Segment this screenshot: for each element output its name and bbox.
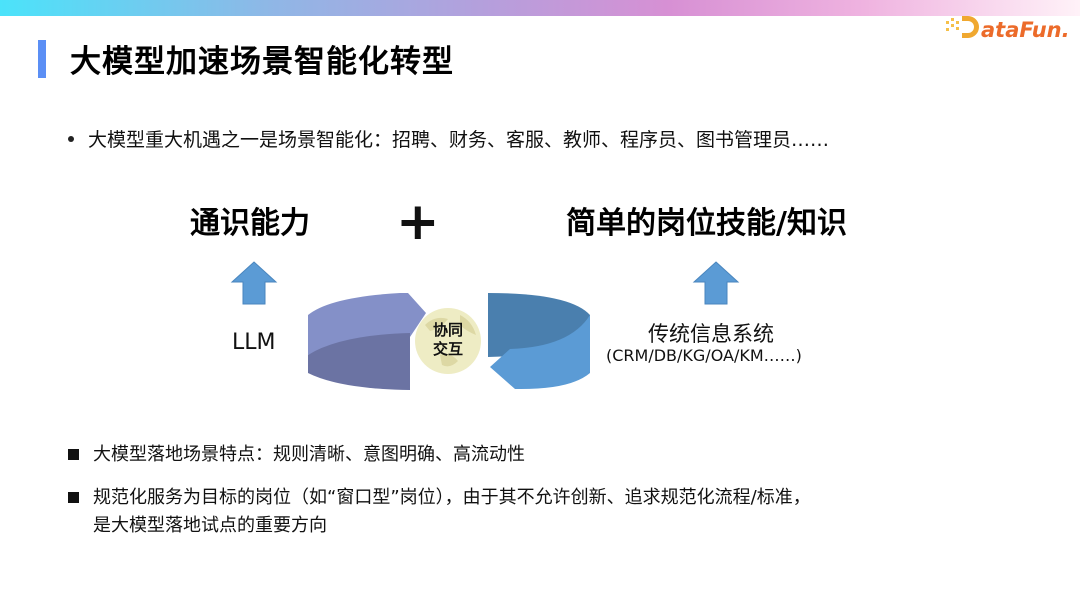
page-title: 大模型加速场景智能化转型 <box>70 44 454 80</box>
datafun-logo: ataFun. <box>946 16 1070 42</box>
square-bullet-icon <box>68 449 79 460</box>
feature-text: 大模型落地场景特点：规则清晰、意图明确、高流动性 <box>93 444 525 465</box>
collaboration-cycle-diagram <box>308 293 590 390</box>
direction-bullet: 规范化服务为目标的岗位（如“窗口型”岗位），由于其不允许创新、追求规范化流程/标… <box>68 484 811 540</box>
intro-text: 大模型重大机遇之一是场景智能化：招聘、财务、客服、教师、程序员、图书管理员…… <box>88 129 830 151</box>
collaboration-label-line2: 交互 <box>432 340 463 358</box>
intro-bullet: 大模型重大机遇之一是场景智能化：招聘、财务、客服、教师、程序员、图书管理员…… <box>68 125 829 152</box>
job-skills-heading: 简单的岗位技能/知识 <box>566 206 847 241</box>
left-cycle-top <box>308 293 426 355</box>
legacy-system-label: 传统信息系统 <box>648 322 774 346</box>
arrow-up-icon <box>230 261 278 305</box>
collaboration-label: 协同 交互 <box>420 321 476 359</box>
direction-text-line2: 是大模型落地试点的重要方向 <box>93 515 327 536</box>
direction-text-line1: 规范化服务为目标的岗位（如“窗口型”岗位），由于其不允许创新、追求规范化流程/标… <box>93 487 811 508</box>
left-cycle-bottom <box>308 333 410 390</box>
llm-label: LLM <box>232 330 276 355</box>
legacy-system-examples: (CRM/DB/KG/OA/KM……) <box>606 346 802 365</box>
collaboration-label-line1: 协同 <box>432 321 463 339</box>
top-gradient-bar <box>0 0 1080 16</box>
arrow-up-icon <box>692 261 740 305</box>
right-cycle-bottom <box>490 315 590 390</box>
plus-sign: + <box>396 192 440 252</box>
feature-bullet: 大模型落地场景特点：规则清晰、意图明确、高流动性 <box>68 440 525 466</box>
general-ability-heading: 通识能力 <box>190 206 310 241</box>
bullet-dot-icon <box>68 135 74 142</box>
square-bullet-icon <box>68 492 79 503</box>
title-accent-bar <box>38 40 46 78</box>
svg-text:ataFun.: ataFun. <box>981 18 1070 42</box>
